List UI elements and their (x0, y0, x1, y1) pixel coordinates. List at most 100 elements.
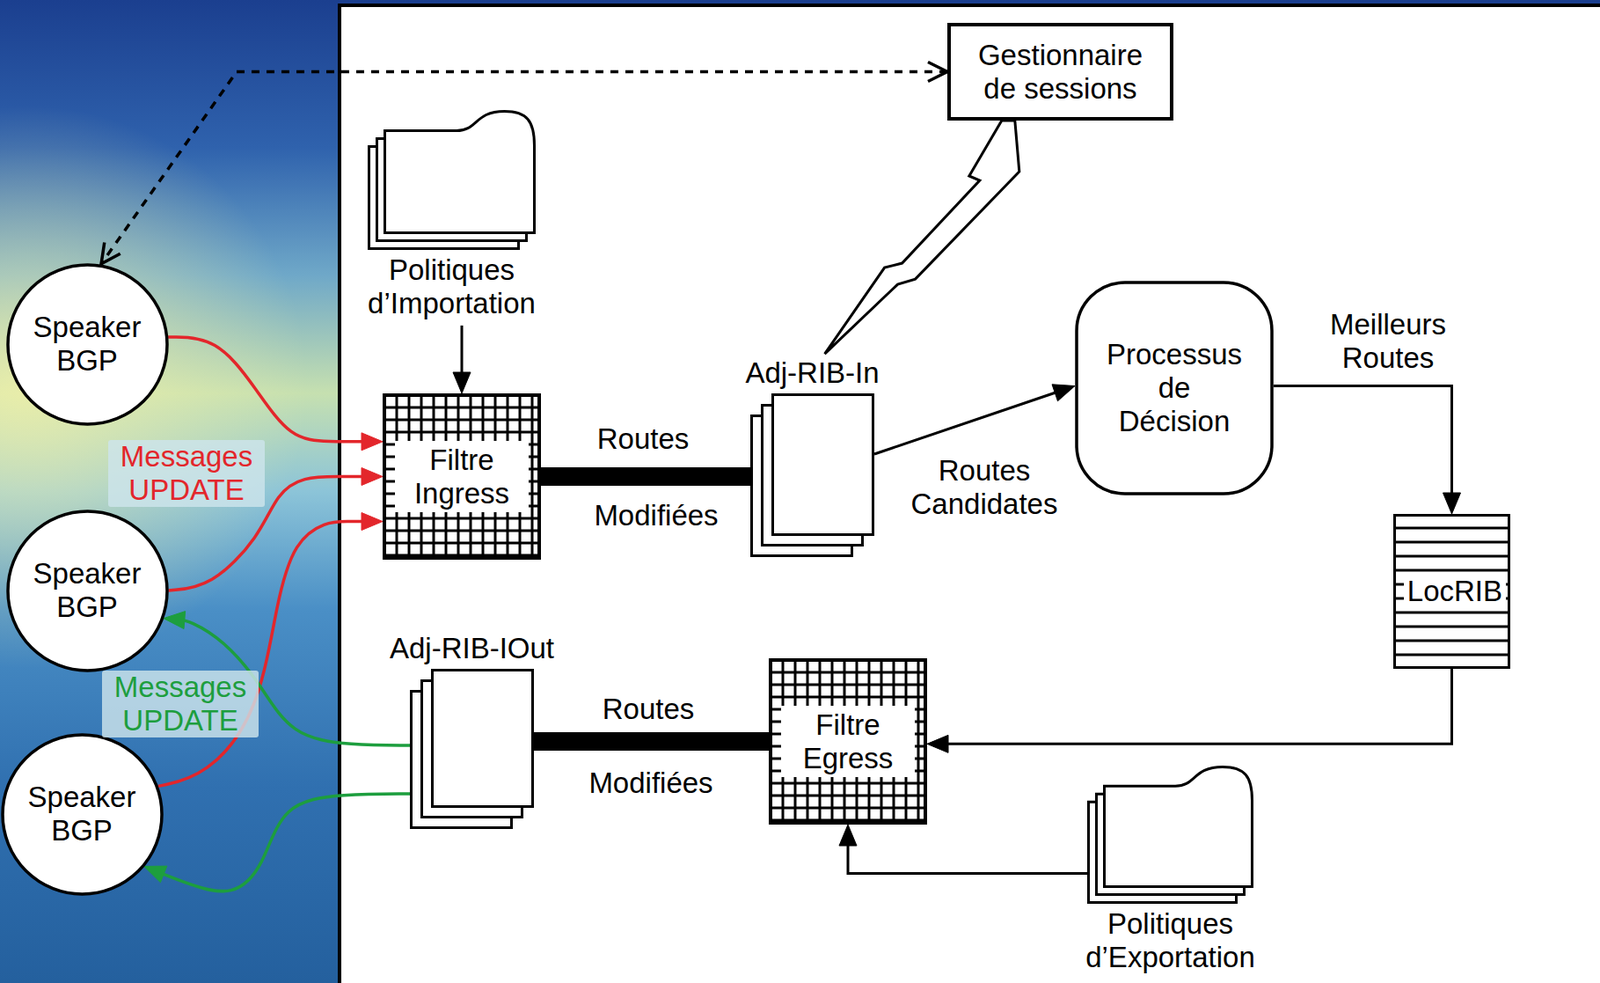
arrow-head (839, 824, 857, 846)
edge-label-anchor: Meilleurs Routes (1212, 307, 1564, 375)
arrow-head (101, 242, 121, 264)
bar-label: Routes (597, 422, 690, 456)
speaker-outline (7, 511, 168, 671)
label-anchor: Routes (472, 692, 825, 726)
message-label: Messages UPDATE (108, 439, 265, 507)
bar-label: Modifiées (588, 766, 713, 800)
message-label: Messages UPDATE (102, 670, 259, 738)
node-text: Processus de Décision (1103, 337, 1245, 439)
speaker-outline (7, 264, 168, 424)
candidate-arrow (874, 390, 1061, 454)
session-manager-box: Gestionnaire de sessions (947, 22, 1174, 121)
grid-line (384, 517, 540, 520)
bar-label: Modifiées (593, 498, 718, 533)
arrow-head (361, 512, 383, 531)
table-row-line (1395, 555, 1510, 558)
table-page (773, 394, 874, 535)
policy-page (385, 111, 535, 234)
locrib-arrow (942, 668, 1453, 744)
update-in-arrow (168, 336, 368, 442)
egress-filter: Filtre Egress (768, 657, 928, 825)
node-shape (409, 668, 534, 829)
arrow-head (361, 432, 383, 451)
speaker-outline (2, 734, 162, 894)
node-text: Speaker BGP (21, 310, 154, 378)
export-policy-docs: Politiques d’Exportation (1087, 765, 1254, 974)
node-text: Filtre Egress (781, 705, 915, 778)
arrow-head (144, 865, 168, 883)
modified-routes-bar (540, 467, 751, 486)
horizon-glow (0, 0, 352, 983)
table-row-line (1395, 625, 1510, 629)
grid-line (384, 541, 540, 545)
policy-arrow (460, 325, 464, 379)
edge-label-anchor: Routes Candidates (808, 453, 1161, 521)
bgp-speaker-circle: Speaker BGP (0, 732, 164, 896)
grid-line (384, 431, 540, 434)
arrow-head (163, 611, 186, 629)
grid-ground (770, 659, 926, 823)
node-text: Politiques d’Exportation (1065, 906, 1277, 974)
session-link (101, 72, 948, 264)
grid-line (770, 806, 926, 810)
loc-rib-table: LocRIB (1393, 513, 1511, 669)
node-text: Adj-RIB-In (745, 356, 879, 390)
node-shape (367, 109, 536, 250)
best-routes-arrow (1273, 386, 1453, 500)
grid-outline (770, 659, 926, 823)
import-policy-docs: Politiques d’Importation (367, 109, 536, 321)
policy-arrow (847, 839, 1088, 874)
grid-outline (384, 394, 540, 558)
grid-ground (384, 394, 540, 558)
node-text: Gestionnaire de sessions (970, 38, 1151, 106)
arrow-head (361, 467, 383, 486)
adj-rib-out-stack: Adj-RIB-IOut (409, 631, 534, 829)
node-text: Adj-RIB-IOut (389, 631, 555, 665)
table-outline (1395, 515, 1510, 668)
node-text: Speaker BGP (21, 556, 154, 624)
table-page (432, 670, 534, 807)
grid-line (384, 418, 540, 422)
arrow-head (452, 372, 471, 394)
grid-line (770, 794, 926, 797)
node-shape (1087, 765, 1254, 904)
label-anchor: Messages UPDATE (4, 670, 357, 738)
table-row-line (1395, 569, 1510, 572)
table-row-line (1395, 639, 1510, 643)
arrow-head (1443, 492, 1462, 514)
node-text: Filtre Ingress (394, 440, 529, 513)
table-row-line (1395, 526, 1510, 530)
bar-label: Routes (602, 692, 695, 726)
grid-line (384, 529, 540, 533)
table-row-line (1395, 653, 1510, 657)
table-row-line (1395, 540, 1510, 544)
modified-routes-bar (533, 731, 769, 751)
arrow-head (927, 62, 948, 82)
box-outline (949, 24, 1172, 119)
edge-label: Meilleurs Routes (1322, 307, 1454, 375)
decision-process-box: Processus de Décision (1074, 280, 1274, 496)
bgp-speaker-circle: Speaker BGP (6, 509, 169, 673)
grid-line (770, 683, 926, 687)
grid-line (770, 781, 926, 785)
label-anchor: Routes (467, 422, 819, 456)
lightning-link (825, 120, 1020, 354)
node-text: LocRIB (1403, 572, 1506, 610)
table-row-line (1395, 611, 1510, 614)
update-out-arrow (157, 793, 410, 892)
adj-rib-in-stack: Adj-RIB-In (750, 356, 875, 557)
bgp-speaker-circle: Speaker BGP (6, 263, 169, 426)
grid-line (770, 695, 926, 699)
policy-page (1104, 767, 1253, 887)
grid-line (770, 671, 926, 674)
label-anchor: Modifiées (480, 498, 833, 533)
arrow-head (1052, 384, 1075, 402)
arrow-head (927, 734, 949, 753)
node-text: Politiques d’Importation (346, 253, 558, 321)
edge-label: Routes Candidates (900, 453, 1068, 521)
router-panel (339, 5, 1600, 983)
rounded-outline (1076, 282, 1272, 494)
node-text: Speaker BGP (15, 780, 148, 848)
ingress-filter: Filtre Ingress (382, 393, 541, 560)
